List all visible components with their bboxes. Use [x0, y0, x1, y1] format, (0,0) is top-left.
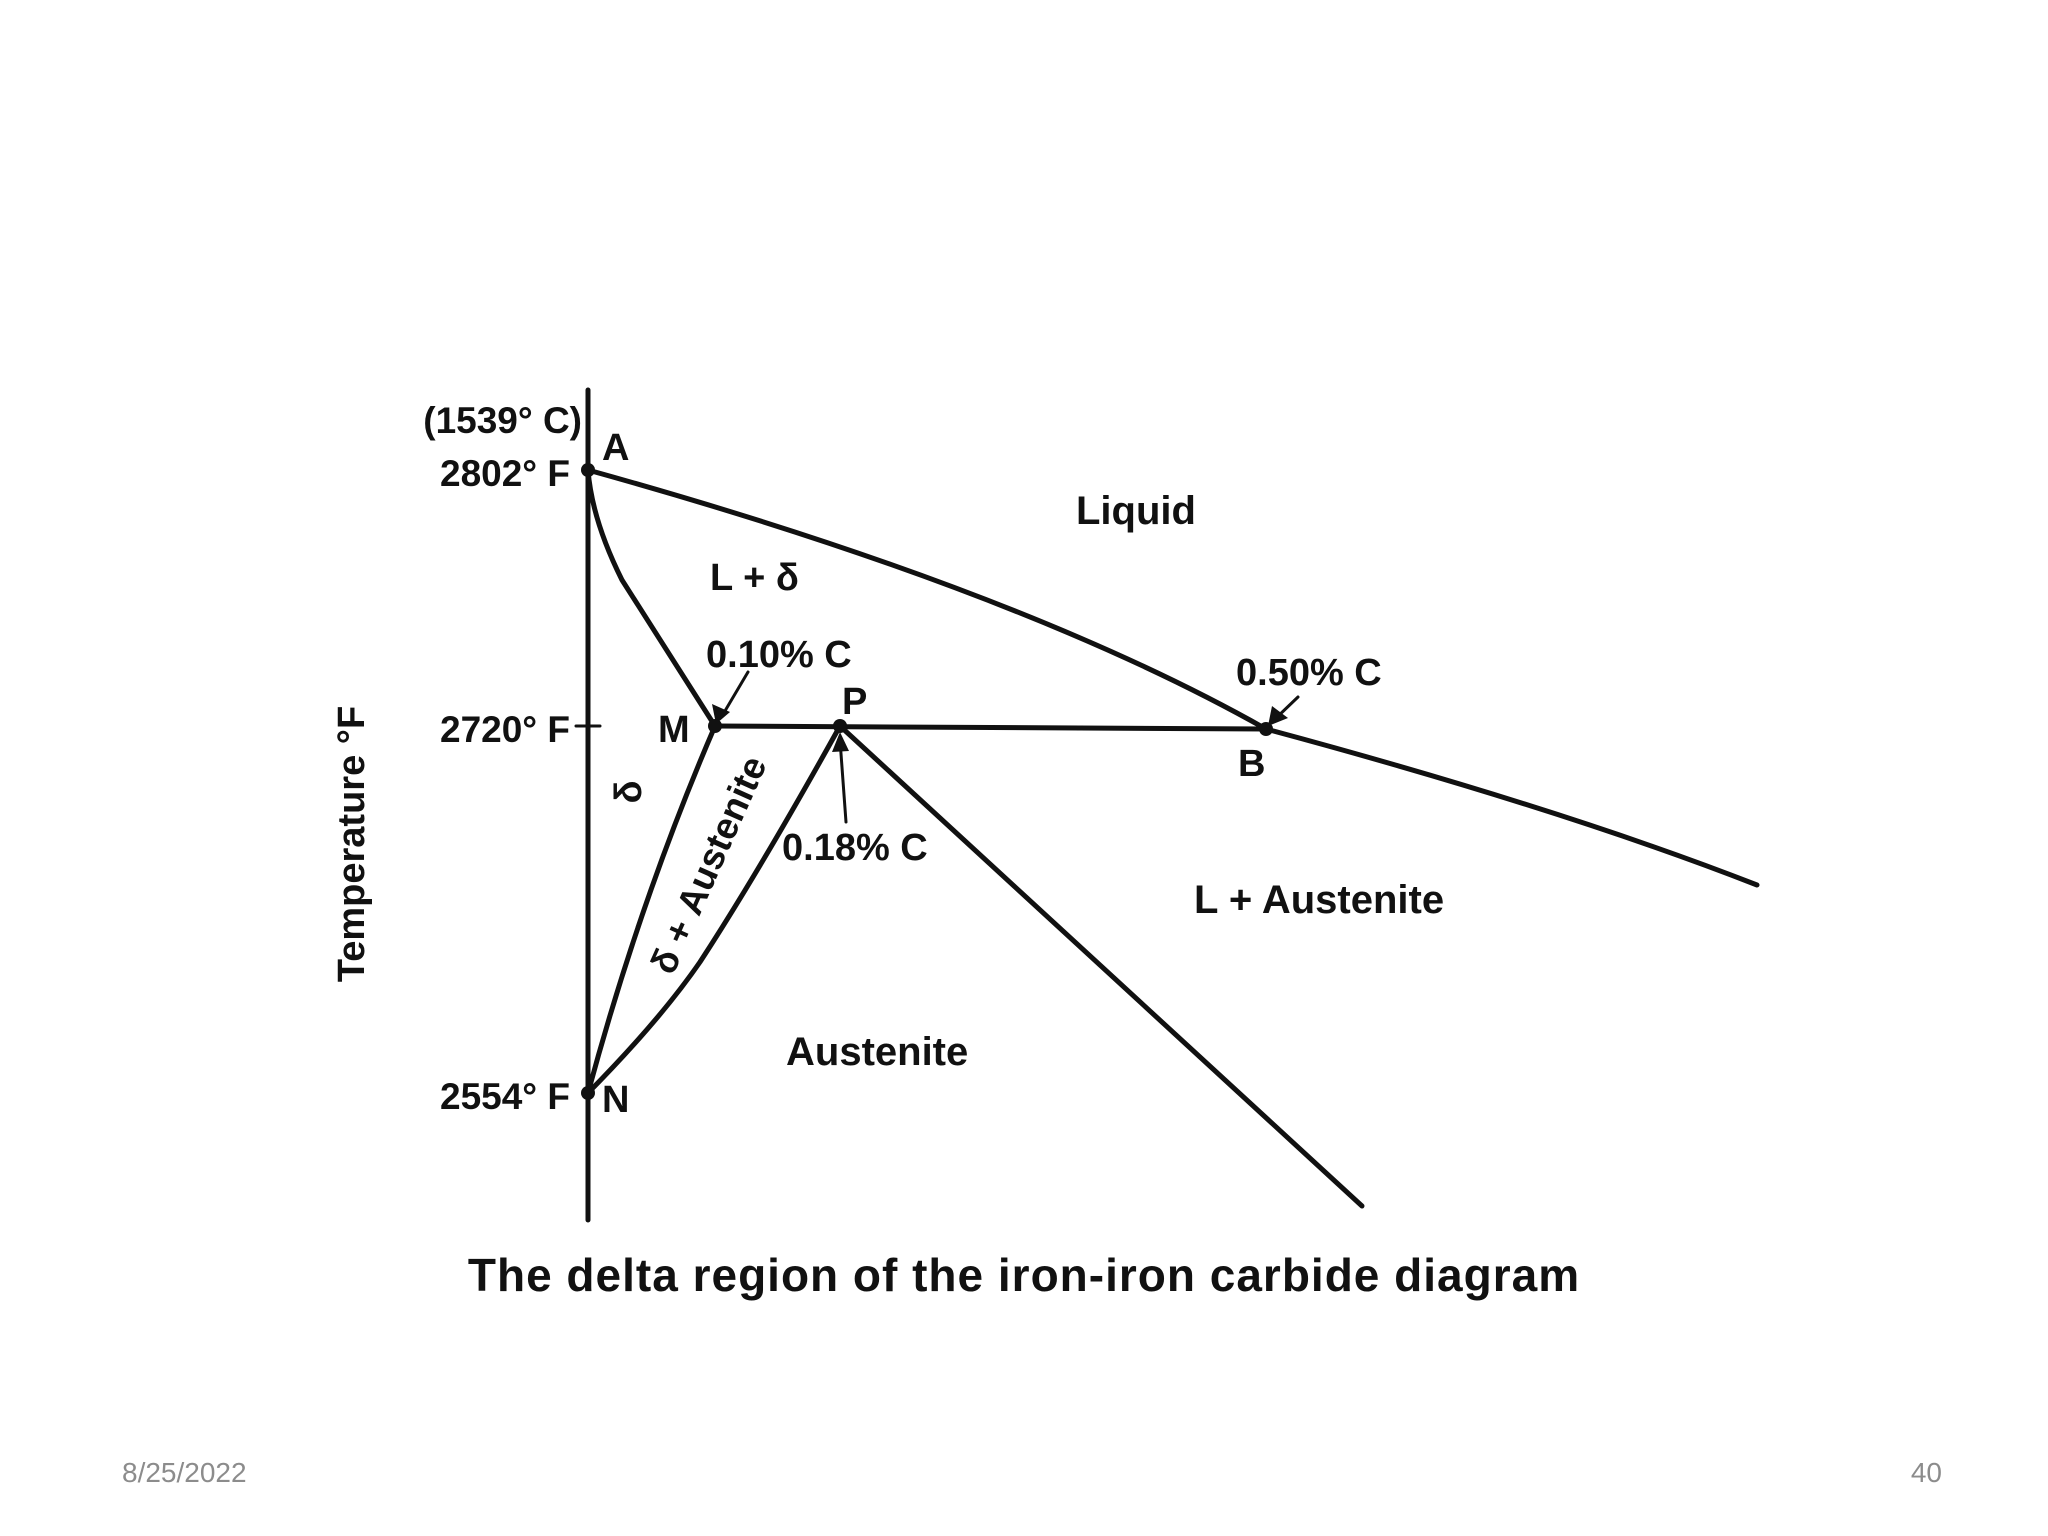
footer-date: 8/25/2022 — [122, 1457, 247, 1488]
austenite-boundary-line — [585, 723, 843, 1096]
point-b-dot — [1259, 722, 1273, 736]
austenite-solidus-line — [837, 723, 1365, 1209]
page-number: 40 — [1910, 1457, 1942, 1488]
point-n-label: N — [602, 1079, 629, 1121]
point-a-dot — [581, 463, 595, 477]
region-austenite: Austenite — [786, 1030, 968, 1074]
peritectic-line — [712, 723, 1269, 732]
delta-solidus-line — [585, 467, 718, 729]
liquidus-line — [585, 467, 1760, 888]
tick-label-celsius: (1539° C) — [423, 400, 582, 441]
arrow-b-head — [1268, 706, 1288, 726]
region-liquid: Liquid — [1076, 489, 1196, 533]
arrow-p-head — [832, 732, 849, 752]
tick-label-2554: 2554° F — [440, 1076, 570, 1117]
y-axis-label: Temperature °F — [331, 706, 373, 982]
composition-m-label: 0.10% C — [706, 634, 852, 676]
point-b-label: B — [1238, 743, 1265, 785]
arrow-m-head — [712, 704, 730, 724]
region-l-austenite: L + Austenite — [1194, 878, 1444, 922]
point-m-label: M — [658, 709, 690, 751]
point-a-label: A — [602, 427, 629, 469]
diagram-caption: The delta region of the iron-iron carbid… — [467, 1249, 1581, 1301]
point-p-dot — [833, 719, 847, 733]
delta-solvus-line — [585, 723, 718, 1096]
composition-p-label: 0.18% C — [782, 827, 928, 869]
arrow-m-shaft — [720, 670, 750, 718]
tick-label-2802: 2802° F — [440, 453, 570, 494]
point-p-label: P — [842, 681, 867, 723]
point-m-dot — [708, 719, 722, 733]
composition-b-label: 0.50% C — [1236, 652, 1382, 694]
region-l-delta: L + δ — [710, 557, 799, 599]
point-n-dot — [581, 1086, 595, 1100]
arrow-p-shaft — [838, 738, 848, 824]
tick-label-2720: 2720° F — [440, 709, 570, 750]
region-delta: δ — [608, 780, 650, 803]
